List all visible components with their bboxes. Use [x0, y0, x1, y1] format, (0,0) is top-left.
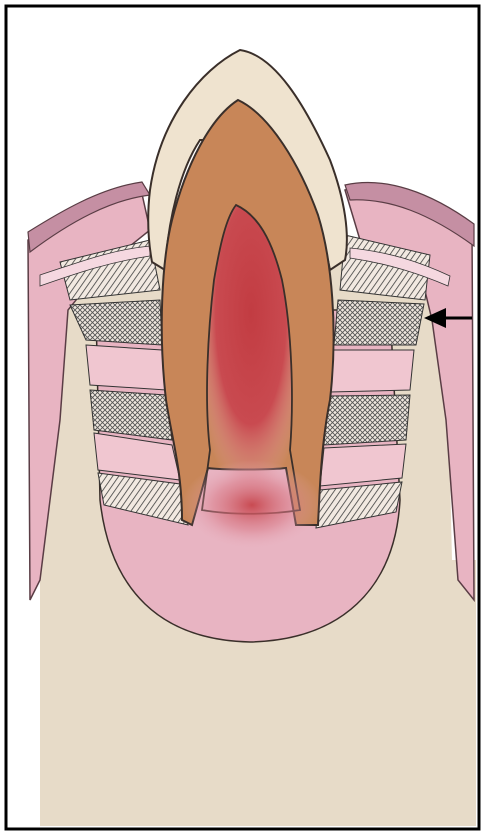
apical-inflammation [182, 460, 322, 550]
